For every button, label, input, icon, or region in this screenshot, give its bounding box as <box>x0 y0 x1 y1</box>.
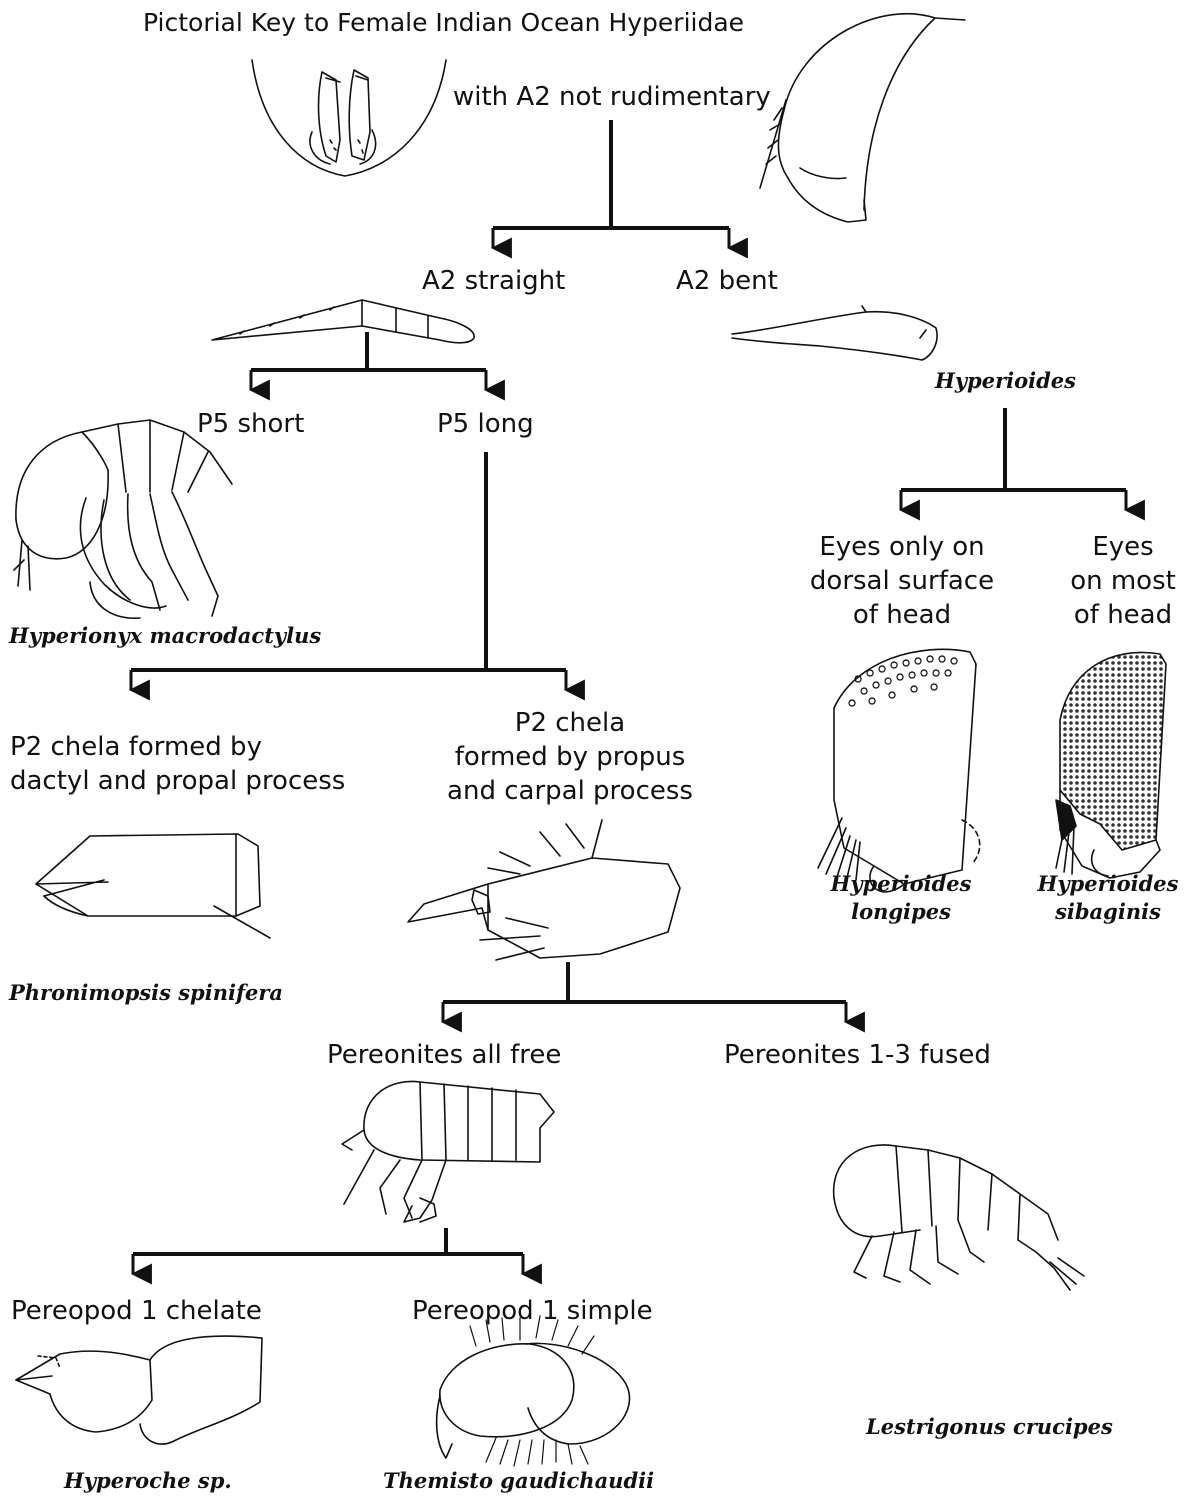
chela-propus-line-2: formed by propus <box>432 740 708 774</box>
node-chela-propus: P2 chela formed by propus and carpal pro… <box>432 706 708 808</box>
node-pereopod-simple: Pereopod 1 simple <box>412 1294 653 1328</box>
longipes-species: longipes <box>826 898 976 926</box>
themisto-illustration <box>437 1316 630 1466</box>
pereonites-free-illustration <box>342 1081 554 1222</box>
lestrigonus-illustration <box>834 1145 1084 1290</box>
label-hyperoche: Hyperoche sp. <box>64 1467 232 1495</box>
label-hyperioides: Hyperioides <box>935 367 1076 395</box>
hyperionyx-illustration <box>14 420 232 618</box>
eyes-dorsal-line-1: Eyes only on <box>805 530 999 564</box>
antenna-bent-illustration <box>732 306 937 360</box>
node-pereopod-chelate: Pereopod 1 chelate <box>11 1294 262 1328</box>
head-illustration-a2 <box>760 14 965 222</box>
mouthparts-illustration <box>252 60 446 176</box>
node-root: with A2 not rudimentary <box>453 80 771 114</box>
node-eyes-most: Eyes on most of head <box>1064 530 1182 632</box>
node-pereonites-fused: Pereonites 1-3 fused <box>724 1038 991 1072</box>
chela-propus-line-1: P2 chela <box>432 706 708 740</box>
chela-propus-line-3: and carpal process <box>432 774 708 808</box>
chela-dactyl-line-2: dactyl and propal process <box>10 764 345 798</box>
node-chela-dactyl: P2 chela formed by dactyl and propal pro… <box>10 730 345 798</box>
antenna-straight-illustration <box>212 300 474 343</box>
label-themisto: Themisto gaudichaudii <box>383 1467 654 1495</box>
sibaginis-genus: Hyperioides <box>1036 870 1180 898</box>
sibaginis-illustration <box>1056 652 1166 878</box>
eyes-dorsal-line-3: of head <box>805 598 999 632</box>
node-p5-long: P5 long <box>437 407 534 441</box>
connectors <box>131 120 1126 1274</box>
phronimopsis-illustration <box>36 834 270 938</box>
node-a2-straight: A2 straight <box>422 264 565 298</box>
node-eyes-dorsal: Eyes only on dorsal surface of head <box>805 530 999 632</box>
eyes-most-line-1: Eyes <box>1064 530 1182 564</box>
label-hyperionyx: Hyperionyx macrodactylus <box>9 622 321 650</box>
label-lestrigonus: Lestrigonus crucipes <box>866 1413 1113 1441</box>
eyes-most-line-2: on most <box>1064 564 1182 598</box>
key-title: Pictorial Key to Female Indian Ocean Hyp… <box>143 6 744 40</box>
eyes-most-line-3: of head <box>1064 598 1182 632</box>
sibaginis-species: sibaginis <box>1036 898 1180 926</box>
label-phronimopsis: Phronimopsis spinifera <box>9 979 283 1007</box>
node-p5-short: P5 short <box>197 407 304 441</box>
chela-dactyl-line-1: P2 chela formed by <box>10 730 345 764</box>
label-longipes: Hyperioides longipes <box>826 870 976 926</box>
label-sibaginis: Hyperioides sibaginis <box>1036 870 1180 926</box>
node-a2-bent: A2 bent <box>676 264 778 298</box>
propus-chela-illustration <box>408 820 680 960</box>
longipes-illustration <box>818 649 980 892</box>
eyes-dorsal-line-2: dorsal surface <box>805 564 999 598</box>
node-pereonites-free: Pereonites all free <box>327 1038 561 1072</box>
hyperoche-illustration <box>16 1336 262 1444</box>
longipes-genus: Hyperioides <box>826 870 976 898</box>
